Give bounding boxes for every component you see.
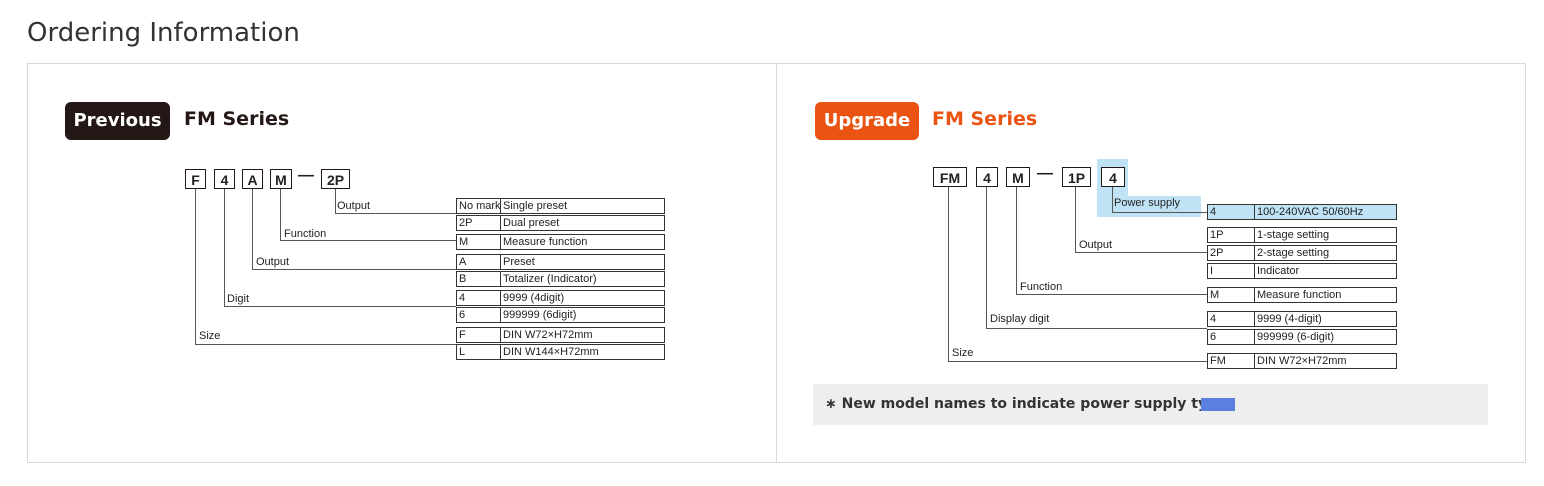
upgrade-badge: Upgrade: [815, 102, 919, 140]
prev-label-digit: Digit: [227, 293, 250, 305]
up-row-desc: 1-stage setting: [1254, 227, 1397, 243]
connector-line: [280, 240, 456, 241]
connector-line: [335, 213, 456, 214]
power-supply-color-swatch: [1201, 398, 1235, 411]
connector-line: [986, 328, 1207, 329]
upgrade-note-text: ∗ New model names to indicate power supp…: [825, 396, 1227, 412]
prev-label-output-top: Output: [337, 200, 371, 212]
prev-row-desc: 999999 (6digit): [500, 307, 665, 323]
connector-line: [948, 187, 949, 361]
prev-row-desc: Preset: [500, 254, 665, 270]
prev-row-code: 2P: [456, 215, 501, 231]
connector-line: [195, 189, 196, 344]
connector-line: [1016, 294, 1207, 295]
up-row-code: 2P: [1207, 245, 1255, 261]
up-row-desc: 999999 (6-digit): [1254, 329, 1397, 345]
up-row-code: 4: [1207, 204, 1255, 220]
prev-row-desc: 9999 (4digit): [500, 290, 665, 306]
prev-row-code: M: [456, 234, 501, 250]
up-row-code: I: [1207, 263, 1255, 279]
up-row-code: 4: [1207, 311, 1255, 327]
up-row-desc: DIN W72×H72mm: [1254, 353, 1397, 369]
prev-code-size: F: [185, 169, 206, 189]
power-supply-highlight: [1097, 196, 1201, 217]
prev-row-desc: Dual preset: [500, 215, 665, 231]
connector-line: [1112, 187, 1113, 212]
prev-row-code: No mark: [456, 198, 501, 214]
up-label-power-supply: Power supply: [1114, 197, 1181, 209]
prev-row-code: B: [456, 271, 501, 287]
prev-code-function: M: [270, 169, 292, 189]
up-code-function: M: [1006, 167, 1030, 187]
up-row-code: FM: [1207, 353, 1255, 369]
connector-line: [1075, 187, 1076, 252]
prev-row-code: 4: [456, 290, 501, 306]
up-row-desc: Measure function: [1254, 287, 1397, 303]
prev-row-desc: DIN W144×H72mm: [500, 344, 665, 360]
prev-label-size: Size: [199, 330, 221, 342]
connector-line: [252, 269, 456, 270]
connector-line: [224, 189, 225, 306]
up-label-size: Size: [952, 347, 974, 359]
connector-line: [280, 189, 281, 240]
up-code-dash: —: [1037, 165, 1053, 182]
up-code-power-supply: 4: [1101, 167, 1125, 187]
upgrade-series-title: FM Series: [932, 108, 1038, 130]
up-row-desc: Indicator: [1254, 263, 1397, 279]
prev-row-desc: Measure function: [500, 234, 665, 250]
prev-row-desc: Totalizer (Indicator): [500, 271, 665, 287]
page-title: Ordering Information: [27, 18, 300, 48]
up-row-code: 1P: [1207, 227, 1255, 243]
prev-code-dash: —: [298, 167, 314, 184]
previous-badge: Previous: [65, 102, 170, 140]
prev-row-desc: DIN W72×H72mm: [500, 327, 665, 343]
prev-code-output: A: [242, 169, 263, 189]
prev-label-function: Function: [284, 228, 327, 240]
up-label-output: Output: [1079, 239, 1113, 251]
prev-row-desc: Single preset: [500, 198, 665, 214]
connector-line: [252, 189, 253, 269]
prev-code-output-2p: 2P: [321, 169, 350, 189]
prev-row-code: F: [456, 327, 501, 343]
up-code-output: 1P: [1062, 167, 1091, 187]
connector-line: [986, 187, 987, 328]
upgrade-note: ∗ New model names to indicate power supp…: [813, 384, 1488, 425]
connector-line: [948, 361, 1207, 362]
up-label-function: Function: [1020, 281, 1063, 293]
connector-line: [1075, 252, 1207, 253]
prev-row-code: A: [456, 254, 501, 270]
up-row-desc: 9999 (4-digit): [1254, 311, 1397, 327]
up-row-code: M: [1207, 287, 1255, 303]
connector-line: [1016, 187, 1017, 294]
prev-row-code: L: [456, 344, 501, 360]
connector-line: [1112, 212, 1207, 213]
up-code-size: FM: [933, 167, 967, 187]
previous-series-title: FM Series: [184, 108, 290, 130]
up-code-digit: 4: [976, 167, 998, 187]
up-label-display-digit: Display digit: [990, 313, 1050, 325]
up-row-code: 6: [1207, 329, 1255, 345]
panel-divider: [776, 63, 777, 463]
up-row-desc: 2-stage setting: [1254, 245, 1397, 261]
prev-row-code: 6: [456, 307, 501, 323]
connector-line: [224, 306, 456, 307]
prev-label-output: Output: [256, 256, 290, 268]
up-row-desc: 100-240VAC 50/60Hz: [1254, 204, 1397, 220]
prev-code-digit: 4: [214, 169, 235, 189]
connector-line: [335, 189, 336, 213]
connector-line: [195, 344, 456, 345]
